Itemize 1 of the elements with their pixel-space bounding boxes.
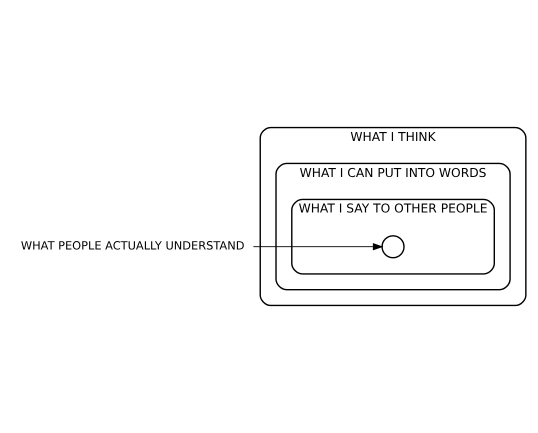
node-text: WHAT PEOPLE ACTUALLY UNDERSTAND [20, 238, 244, 253]
